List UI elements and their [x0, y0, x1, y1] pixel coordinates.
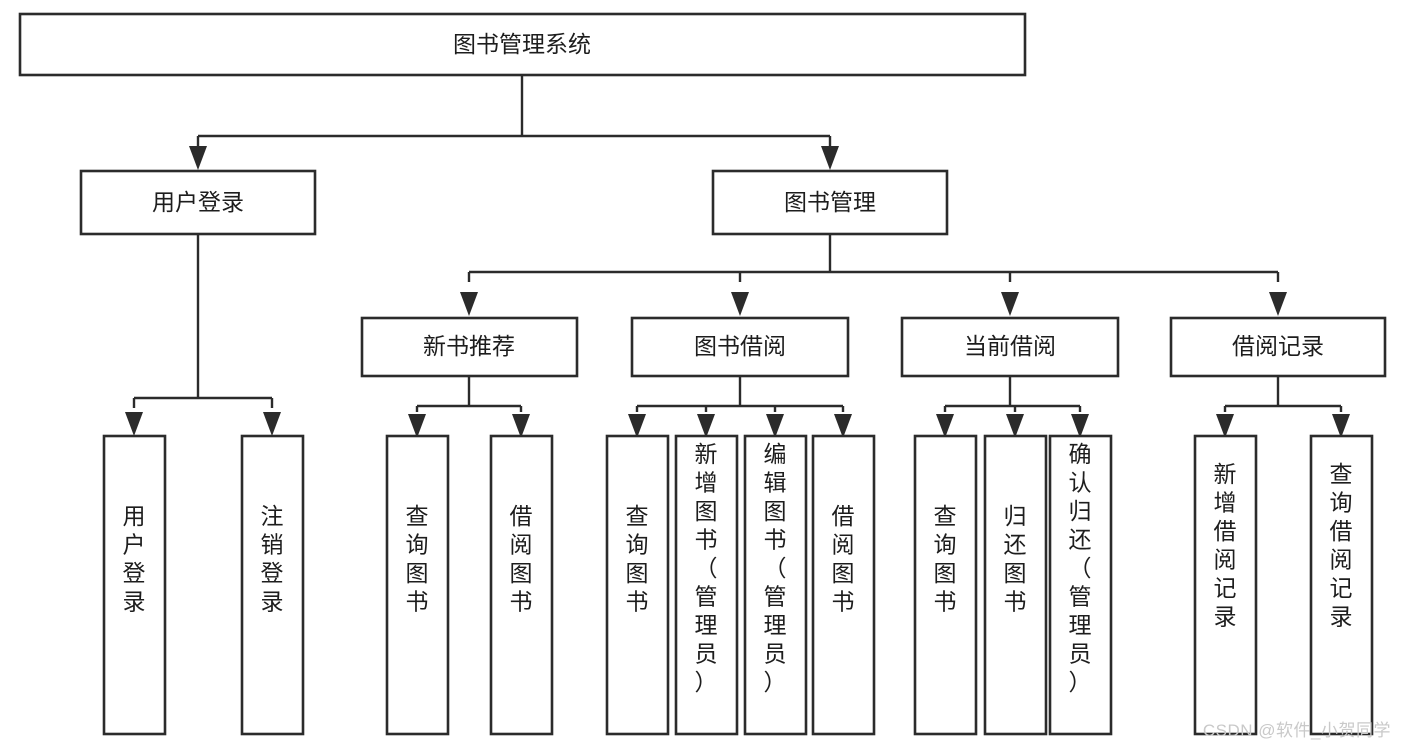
arrow-current-to-leaf1 — [936, 414, 954, 438]
arrow-newbook-to-leaf1 — [408, 414, 426, 438]
node-leaf-borrow-4-label: 借阅图书 — [832, 503, 855, 615]
arrow-root-to-login — [189, 146, 207, 170]
node-leaf-newbook-2-label: 借阅图书 — [510, 503, 533, 615]
node-bookmgmt-box[interactable] — [711, 169, 949, 236]
node-leaf-current-3-label: 确认归还（管理员） — [1069, 441, 1092, 695]
node-leaf-borrow-2[interactable]: 新增图书（管理员） — [674, 434, 739, 736]
connector-group-bookmgmt — [460, 234, 1287, 316]
node-leaf-borrow-3-box[interactable] — [743, 434, 808, 736]
node-borrow[interactable]: 图书借阅 — [630, 316, 850, 378]
arrow-bookmgmt-to-borrow — [731, 292, 749, 316]
node-leaf-borrow-4-box[interactable] — [811, 434, 876, 736]
arrow-login-to-leaf2 — [263, 412, 281, 436]
arrow-newbook-to-leaf2 — [512, 414, 530, 438]
arrow-root-to-bookmgmt — [821, 146, 839, 170]
node-newbook-label: 新书推荐 — [423, 333, 515, 359]
node-borrow-box[interactable] — [630, 316, 850, 378]
node-root-label: 图书管理系统 — [453, 31, 591, 57]
node-leaf-login-2[interactable]: 注销登录 — [240, 434, 305, 736]
arrow-borrow-to-leaf1 — [628, 414, 646, 438]
node-leaf-record-2[interactable]: 查询借阅记录 — [1309, 434, 1374, 736]
node-leaf-borrow-1-label: 查询图书 — [626, 503, 649, 615]
node-leaf-current-2[interactable]: 归还图书 — [983, 434, 1048, 736]
node-leaf-current-1[interactable]: 查询图书 — [913, 434, 978, 736]
node-login-label: 用户登录 — [152, 189, 244, 215]
node-leaf-record-2-label: 查询借阅记录 — [1330, 461, 1353, 630]
node-leaf-current-3-box[interactable] — [1048, 434, 1113, 736]
arrow-bookmgmt-to-record — [1269, 292, 1287, 316]
connector-group-record — [1216, 376, 1350, 438]
node-current[interactable]: 当前借阅 — [900, 316, 1120, 378]
node-leaf-borrow-2-label: 新增图书（管理员） — [695, 441, 718, 695]
node-leaf-record-1-box[interactable] — [1193, 434, 1258, 736]
connector-group-borrow — [628, 376, 852, 438]
node-leaf-login-1[interactable]: 用户登录 — [102, 434, 167, 736]
node-leaf-current-2-label: 归还图书 — [1004, 503, 1027, 615]
arrow-login-to-leaf1 — [125, 412, 143, 436]
arrow-borrow-to-leaf4 — [834, 414, 852, 438]
arrow-current-to-leaf3 — [1071, 414, 1089, 438]
connector-group-root — [189, 75, 839, 170]
node-leaf-newbook-2-box[interactable] — [489, 434, 554, 736]
node-leaf-newbook-1-label: 查询图书 — [406, 503, 429, 615]
node-leaf-current-1-label: 查询图书 — [934, 503, 957, 615]
node-bookmgmt[interactable]: 图书管理 — [711, 169, 949, 236]
node-record[interactable]: 借阅记录 — [1169, 316, 1387, 378]
connector-group-current — [936, 376, 1089, 438]
node-current-label: 当前借阅 — [964, 333, 1056, 359]
node-login-box[interactable] — [79, 169, 317, 236]
connector-group-newbook — [408, 376, 530, 438]
node-record-box[interactable] — [1169, 316, 1387, 378]
node-leaf-current-3[interactable]: 确认归还（管理员） — [1048, 434, 1113, 736]
node-leaf-newbook-2[interactable]: 借阅图书 — [489, 434, 554, 736]
node-leaf-borrow-2-box[interactable] — [674, 434, 739, 736]
node-newbook[interactable]: 新书推荐 — [360, 316, 579, 378]
node-leaf-record-1[interactable]: 新增借阅记录 — [1193, 434, 1258, 736]
arrow-bookmgmt-to-newbook — [460, 292, 478, 316]
node-leaf-login-1-box[interactable] — [102, 434, 167, 736]
node-leaf-login-2-label: 注销登录 — [261, 503, 284, 615]
arrow-record-to-leaf2 — [1332, 414, 1350, 438]
node-leaf-borrow-3-label: 编辑图书（管理员） — [764, 441, 787, 695]
arrow-record-to-leaf1 — [1216, 414, 1234, 438]
node-bookmgmt-label: 图书管理 — [784, 189, 876, 215]
arrow-current-to-leaf2 — [1006, 414, 1024, 438]
node-leaf-login-2-box[interactable] — [240, 434, 305, 736]
csdn-watermark: CSDN @软件_小贺同学 — [1202, 721, 1391, 740]
arrow-borrow-to-leaf2 — [697, 414, 715, 438]
node-leaf-borrow-4[interactable]: 借阅图书 — [811, 434, 876, 736]
node-newbook-box[interactable] — [360, 316, 579, 378]
node-record-label: 借阅记录 — [1232, 333, 1324, 359]
node-leaf-borrow-3[interactable]: 编辑图书（管理员） — [743, 434, 808, 736]
node-leaf-record-2-box[interactable] — [1309, 434, 1374, 736]
node-leaf-borrow-1-box[interactable] — [605, 434, 670, 736]
node-current-box[interactable] — [900, 316, 1120, 378]
node-leaf-current-1-box[interactable] — [913, 434, 978, 736]
arrow-bookmgmt-to-current — [1001, 292, 1019, 316]
node-login[interactable]: 用户登录 — [79, 169, 317, 236]
node-leaf-login-1-label: 用户登录 — [123, 503, 146, 615]
node-leaf-borrow-1[interactable]: 查询图书 — [605, 434, 670, 736]
node-leaf-newbook-1[interactable]: 查询图书 — [385, 434, 450, 736]
node-borrow-label: 图书借阅 — [694, 333, 786, 359]
node-root-box[interactable] — [18, 12, 1027, 77]
arrow-borrow-to-leaf3 — [766, 414, 784, 438]
node-leaf-current-2-box[interactable] — [983, 434, 1048, 736]
connector-group-login — [125, 234, 281, 436]
node-leaf-record-1-label: 新增借阅记录 — [1214, 461, 1237, 630]
node-leaf-newbook-1-box[interactable] — [385, 434, 450, 736]
node-root[interactable]: 图书管理系统 — [18, 12, 1027, 77]
